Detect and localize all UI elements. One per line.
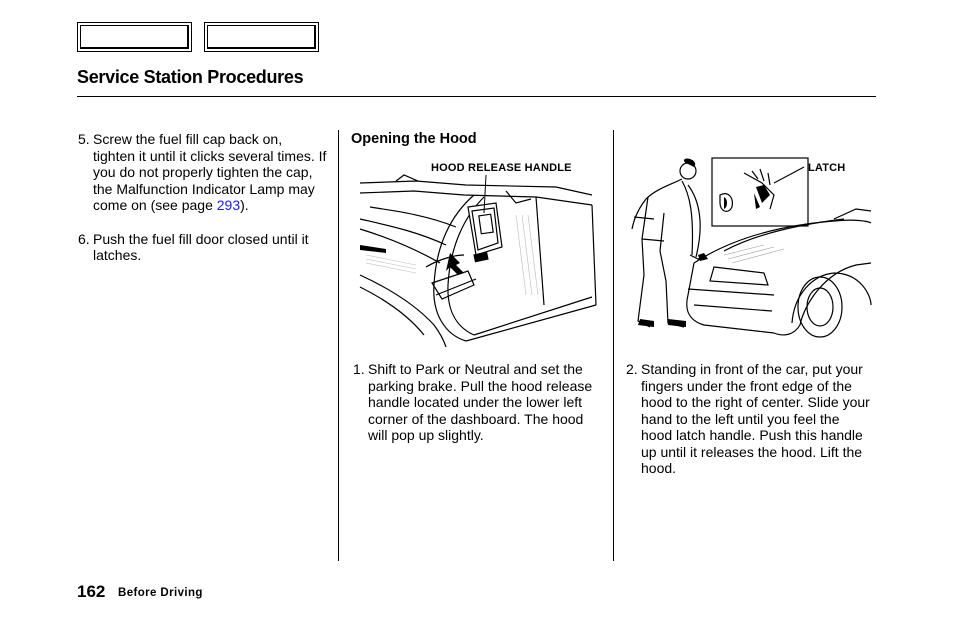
step-number: 1. bbox=[353, 361, 365, 377]
title-divider bbox=[77, 96, 876, 97]
left-column: 5. Screw the fuel fill cap back on, tigh… bbox=[78, 131, 328, 264]
column-divider-left bbox=[338, 130, 339, 561]
step-2: 2. Standing in front of the car, put you… bbox=[626, 361, 874, 477]
step-text: Screw the fuel fill cap back on, tighten… bbox=[93, 131, 327, 213]
step-text: Push the fuel fill door closed until it … bbox=[93, 230, 309, 264]
page-title: Service Station Procedures bbox=[77, 67, 304, 87]
button-frame bbox=[80, 25, 189, 49]
hood-release-figure bbox=[356, 155, 606, 350]
right-column-steps: 2. Standing in front of the car, put you… bbox=[626, 361, 874, 477]
section-name: Before Driving bbox=[118, 587, 203, 599]
page-link[interactable]: 293 bbox=[216, 197, 241, 213]
step-5: 5. Screw the fuel fill cap back on, tigh… bbox=[78, 131, 328, 214]
step-1: 1. Shift to Park or Neutral and set the … bbox=[353, 361, 605, 444]
step-number: 6. bbox=[78, 230, 90, 247]
hood-release-callout: HOOD RELEASE HANDLE bbox=[431, 162, 572, 174]
hood-latch-figure bbox=[624, 155, 872, 350]
step-number: 2. bbox=[626, 361, 638, 377]
hood-release-illustration bbox=[359, 174, 597, 348]
button-frame bbox=[207, 25, 316, 49]
column-divider-right bbox=[613, 130, 614, 561]
previous-page-button[interactable] bbox=[77, 22, 192, 52]
step-text-end: ). bbox=[240, 197, 249, 213]
page-number: 162 bbox=[77, 582, 106, 601]
step-text: Shift to Park or Neutral and set the par… bbox=[368, 361, 593, 443]
step-6: 6. Push the fuel fill door closed until … bbox=[78, 231, 328, 264]
section-heading: Opening the Hood bbox=[351, 131, 477, 147]
next-page-button[interactable] bbox=[204, 22, 319, 52]
latch-callout: LATCH bbox=[808, 162, 846, 174]
step-number: 5. bbox=[78, 131, 90, 147]
step-text: Standing in front of the car, put your f… bbox=[641, 361, 870, 476]
middle-column-steps: 1. Shift to Park or Neutral and set the … bbox=[353, 361, 605, 444]
hood-latch-illustration bbox=[631, 157, 872, 338]
